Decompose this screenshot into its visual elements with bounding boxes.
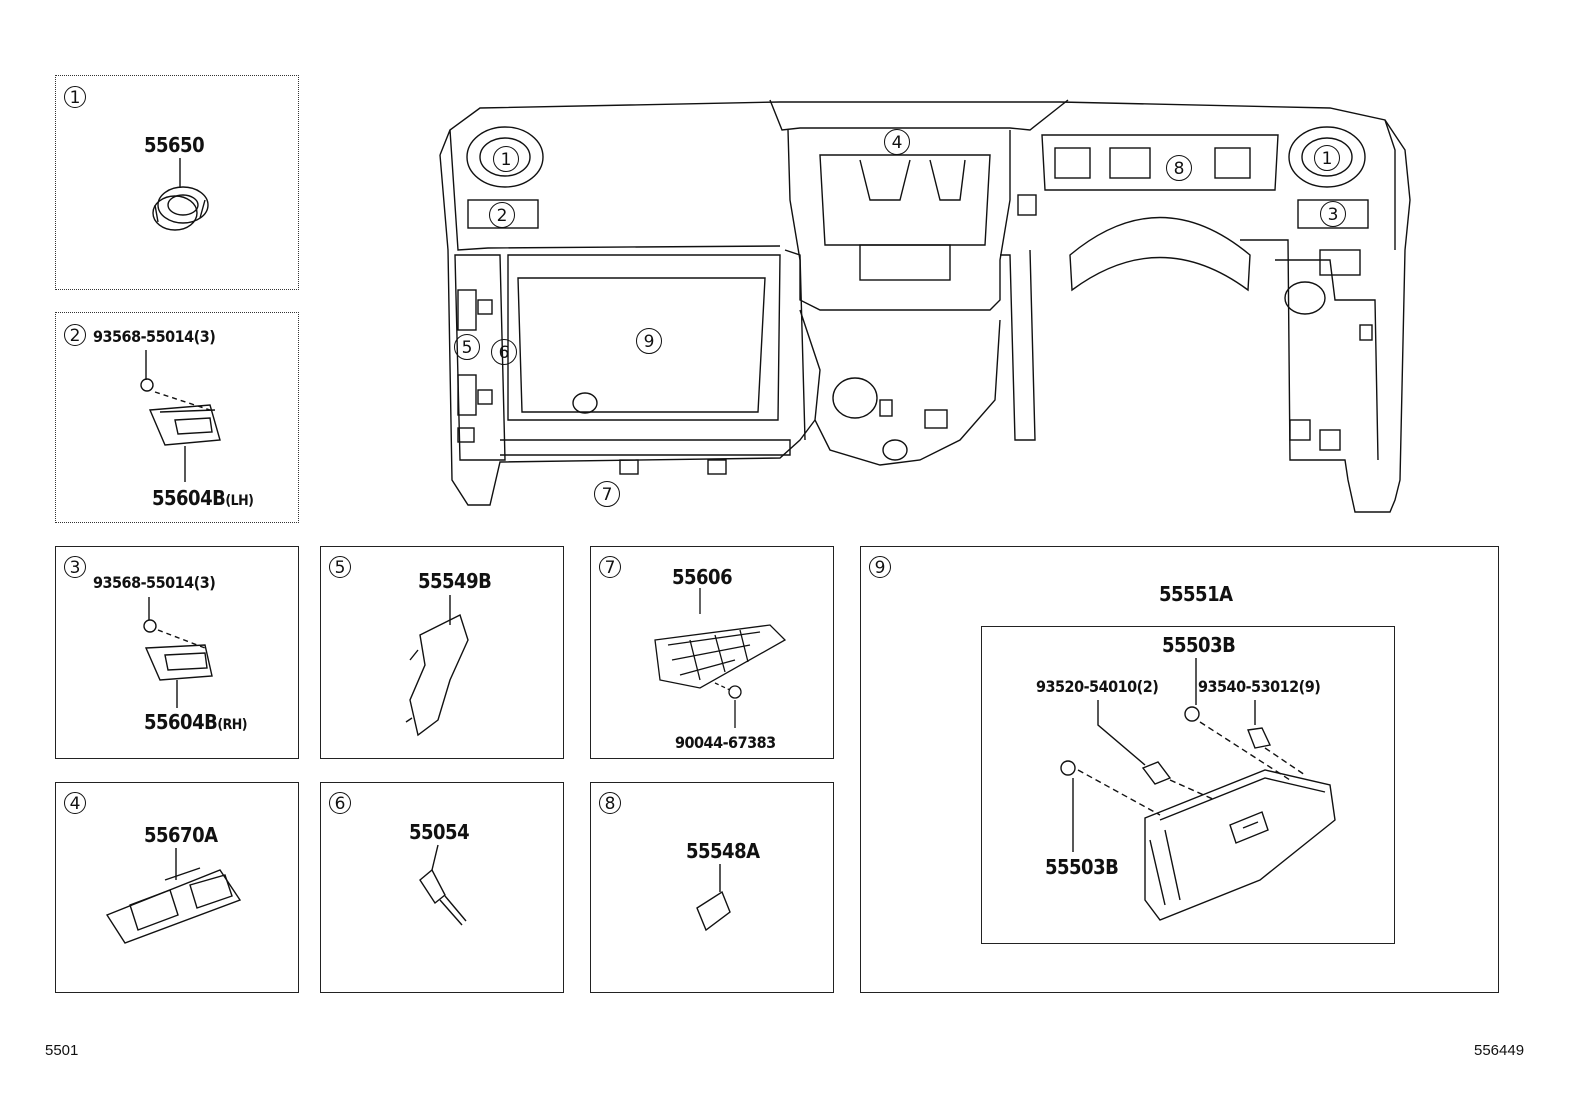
part-55054-label: 55054 <box>409 820 470 844</box>
panel-3 <box>55 546 299 759</box>
screw-93568-55014-label-rh: 93568-55014(3) <box>93 573 216 592</box>
part-55548A-label: 55548A <box>686 839 760 863</box>
panel-7 <box>590 546 834 759</box>
panel-9-number: 9 <box>869 556 891 578</box>
panel-2-number: 2 <box>64 324 86 346</box>
part-55604B-lh-number: 55604B <box>152 486 226 510</box>
dash-callout-1-right: 1 <box>1314 145 1340 171</box>
dash-callout-5: 5 <box>454 334 480 360</box>
part-55604B-rh-label: 55604B(RH) <box>144 710 248 734</box>
part-55604B-lh-label: 55604B(LH) <box>152 486 254 510</box>
panel-5 <box>320 546 564 759</box>
panel-8-number: 8 <box>599 792 621 814</box>
panel-1-number: 1 <box>64 86 86 108</box>
dash-callout-1-left: 1 <box>493 146 519 172</box>
dash-callout-2: 2 <box>489 202 515 228</box>
panel-8 <box>590 782 834 993</box>
panel-4-number: 4 <box>64 792 86 814</box>
panel-7-number: 7 <box>599 556 621 578</box>
screw-93568-55014-label-lh: 93568-55014(3) <box>93 327 216 346</box>
dash-callout-9: 9 <box>636 328 662 354</box>
footer-left-code: 5501 <box>45 1042 79 1059</box>
part-55503B-bottom-label: 55503B <box>1045 855 1119 879</box>
glove-box-inner-frame <box>981 626 1395 944</box>
panel-2 <box>55 312 299 523</box>
dash-callout-8: 8 <box>1166 155 1192 181</box>
panel-9 <box>860 546 1499 993</box>
part-55551A-label: 55551A <box>1159 582 1233 606</box>
panel-5-number: 5 <box>329 556 351 578</box>
dash-callout-4: 4 <box>884 129 910 155</box>
dash-callout-6: 6 <box>491 339 517 365</box>
part-55606-label: 55606 <box>672 565 733 589</box>
panel-6 <box>320 782 564 993</box>
panel-6-number: 6 <box>329 792 351 814</box>
panel-1 <box>55 75 299 290</box>
dash-callout-7: 7 <box>594 481 620 507</box>
part-55670A-label: 55670A <box>144 823 218 847</box>
dash-callout-3: 3 <box>1320 201 1346 227</box>
screw-93540-53012-label: 93540-53012(9) <box>1198 677 1321 696</box>
panel-4 <box>55 782 299 993</box>
part-55503B-top-label: 55503B <box>1162 633 1236 657</box>
panel-3-number: 3 <box>64 556 86 578</box>
footer-right-code: 556449 <box>1474 1042 1525 1059</box>
screw-90044-67383-label: 90044-67383 <box>675 733 776 752</box>
part-55604B-rh-number: 55604B <box>144 710 218 734</box>
side-rh-label: (RH) <box>217 717 248 733</box>
side-lh-label: (LH) <box>225 493 254 509</box>
screw-93520-54010-label: 93520-54010(2) <box>1036 677 1159 696</box>
part-55650-label: 55650 <box>144 133 205 157</box>
part-55549B-label: 55549B <box>418 569 492 593</box>
